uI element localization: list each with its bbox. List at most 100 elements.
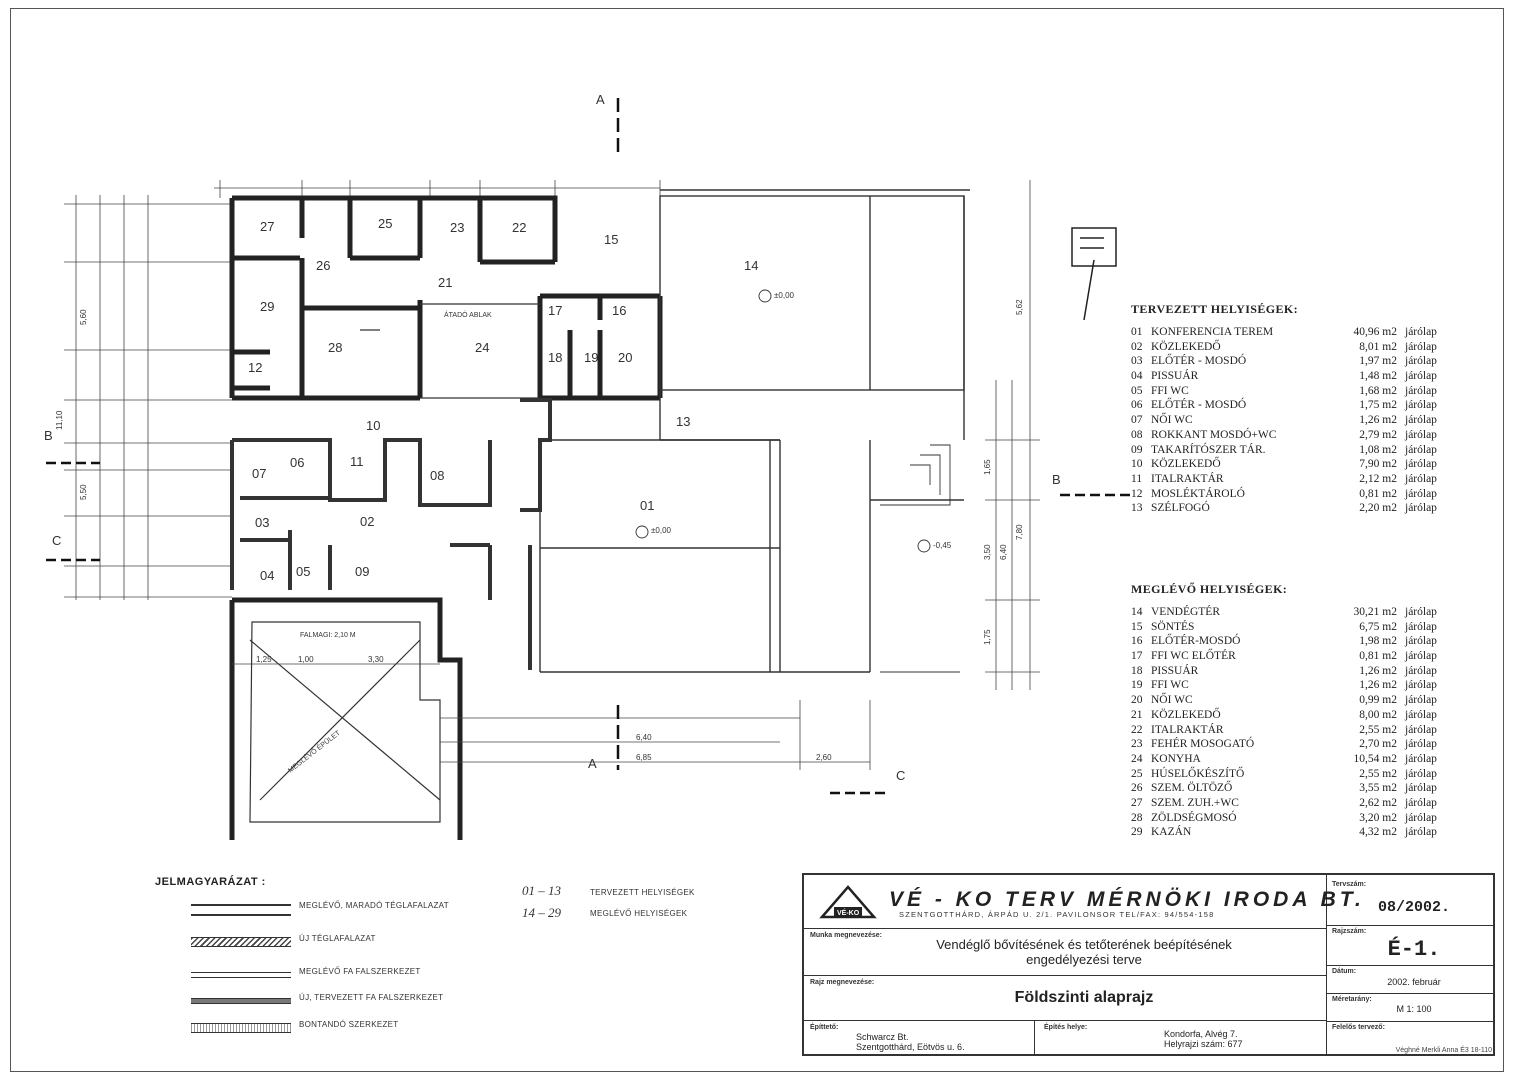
site-address: Kondorfa, Alvég 7. [1164, 1029, 1238, 1039]
dimension: 5,50 [79, 484, 88, 500]
schedule-floor: járólap [1405, 355, 1437, 368]
legend-label: ÚJ TÉGLAFALAZAT [299, 934, 376, 943]
schedule-floor: járólap [1405, 472, 1437, 485]
schedule-area: 1,75 m2 [1359, 399, 1397, 412]
schedule-no: 09 [1131, 443, 1143, 456]
dimension: 3,50 [983, 544, 992, 560]
schedule-floor: járólap [1405, 708, 1437, 721]
pass-window-note: ÁTADÓ ABLAK [444, 310, 492, 319]
date-label: Dátum: [1332, 968, 1357, 975]
schedule-name: PISSUÁR [1151, 664, 1199, 677]
schedule-name: MOSLÉKTÁROLÓ [1151, 487, 1245, 500]
room-labels: 01 02 03 04 05 06 07 08 09 10 11 12 13 1… [248, 216, 758, 583]
schedule-floor: járólap [1405, 370, 1437, 383]
room-label: 08 [430, 468, 444, 483]
schedule-name: ITALRAKTÁR [1151, 472, 1224, 485]
schedule-name: SZÉLFOGÓ [1151, 502, 1210, 515]
legend-label: MEGLÉVŐ FA FALSZERKEZET [299, 967, 421, 976]
schedule-no: 15 [1131, 620, 1143, 633]
existing-range-label: MEGLÉVŐ HELYISÉGEK [590, 909, 688, 918]
elevation-markers [635, 289, 931, 553]
schedule-floor: járólap [1405, 620, 1437, 633]
room-label: 29 [260, 299, 274, 314]
section-label: B [1052, 472, 1061, 487]
legend-label: ÚJ, TERVEZETT FA FALSZERKEZET [299, 993, 444, 1002]
legend: JELMAGYARÁZAT : MEGLÉVŐ, MARADÓ TÉGLAFAL… [155, 876, 475, 1033]
room-label: 15 [604, 232, 618, 247]
kitchen-block-walls [229, 195, 663, 401]
room-label: 10 [366, 418, 380, 433]
schedule-area: 1,26 m2 [1359, 664, 1397, 677]
schedule-floor: járólap [1405, 384, 1437, 397]
schedule-name: TAKARÍTÓSZER TÁR. [1151, 443, 1266, 456]
schedule-area: 2,55 m2 [1359, 767, 1397, 780]
builder: Schwarcz Bt. Szentgotthárd, Eötvös u. 6. [856, 1032, 965, 1052]
room-label: 11 [350, 454, 364, 469]
schedule-name: SZEM. ZUH.+WC [1151, 796, 1239, 809]
schedule-no: 18 [1131, 664, 1143, 677]
room-label: 06 [290, 455, 304, 470]
existing-rooms-title: MEGLÉVŐ HELYISÉGEK: [1131, 582, 1288, 596]
demolition-swatch [191, 1023, 291, 1033]
existing-building-walls [229, 597, 463, 840]
existing-wood-swatch [191, 972, 291, 978]
dimension: 11,10 [55, 410, 64, 430]
schedule-floor: járólap [1405, 326, 1437, 338]
planned-rooms-title: TERVEZETT HELYISÉGEK: [1131, 302, 1299, 316]
schedule-name: ELŐTÉR - MOSDÓ [1151, 399, 1247, 412]
dimension: 6,85 [636, 753, 652, 762]
legend-item: BONTANDÓ SZERKEZET [191, 1018, 471, 1038]
room-label: 09 [355, 564, 369, 579]
room-label: 27 [260, 219, 274, 234]
schedule-floor: járólap [1405, 664, 1437, 677]
dining-hall-walls [659, 189, 970, 441]
schedule-no: 14 [1131, 606, 1143, 618]
schedule-floor: járólap [1405, 782, 1437, 795]
planned-range: 01 – 13 [522, 883, 561, 898]
schedule-area: 2,55 m2 [1359, 723, 1397, 736]
schedule-floor: járólap [1405, 811, 1437, 824]
section-label: A [596, 92, 605, 107]
legend-title: JELMAGYARÁZAT : [155, 876, 266, 888]
scale: M 1: 100 [1396, 1004, 1432, 1014]
schedule-no: 24 [1131, 752, 1143, 765]
schedule-floor: járólap [1405, 502, 1437, 515]
schedule-floor: járólap [1405, 458, 1437, 471]
drawing-title: Földszinti alaprajz [1014, 989, 1154, 1006]
schedule-no: 11 [1131, 472, 1143, 485]
schedule-name: KÖZLEKEDŐ [1151, 340, 1221, 353]
date: 2002. február [1387, 977, 1441, 987]
schedule-floor: járólap [1405, 428, 1437, 441]
room-label: 24 [475, 340, 489, 355]
new-wood-swatch [191, 998, 291, 1004]
left-dimension-chains [64, 195, 232, 600]
schedule-area: 0,81 m2 [1359, 650, 1397, 663]
schedule-no: 02 [1131, 340, 1143, 353]
elevation-dining: ±0,00 [774, 291, 795, 300]
firm-logo: VÉ-KO [819, 885, 877, 919]
designer-note: Véghné Merkli Anna É3 18-110 [1395, 1047, 1492, 1054]
schedule-name: SÖNTÉS [1151, 620, 1195, 633]
dimension: 2,60 [816, 753, 832, 762]
schedule-row: 18 PISSUÁR 1,26 m2 járólap [1131, 664, 1445, 679]
schedule-no: 29 [1131, 826, 1143, 839]
schedule-name: FFI WC ELŐTÉR [1151, 650, 1236, 663]
room-label: 26 [316, 258, 330, 273]
existing-building-note: MEGLÉVŐ ÉPÜLET [286, 728, 342, 775]
section-label: C [52, 533, 61, 548]
